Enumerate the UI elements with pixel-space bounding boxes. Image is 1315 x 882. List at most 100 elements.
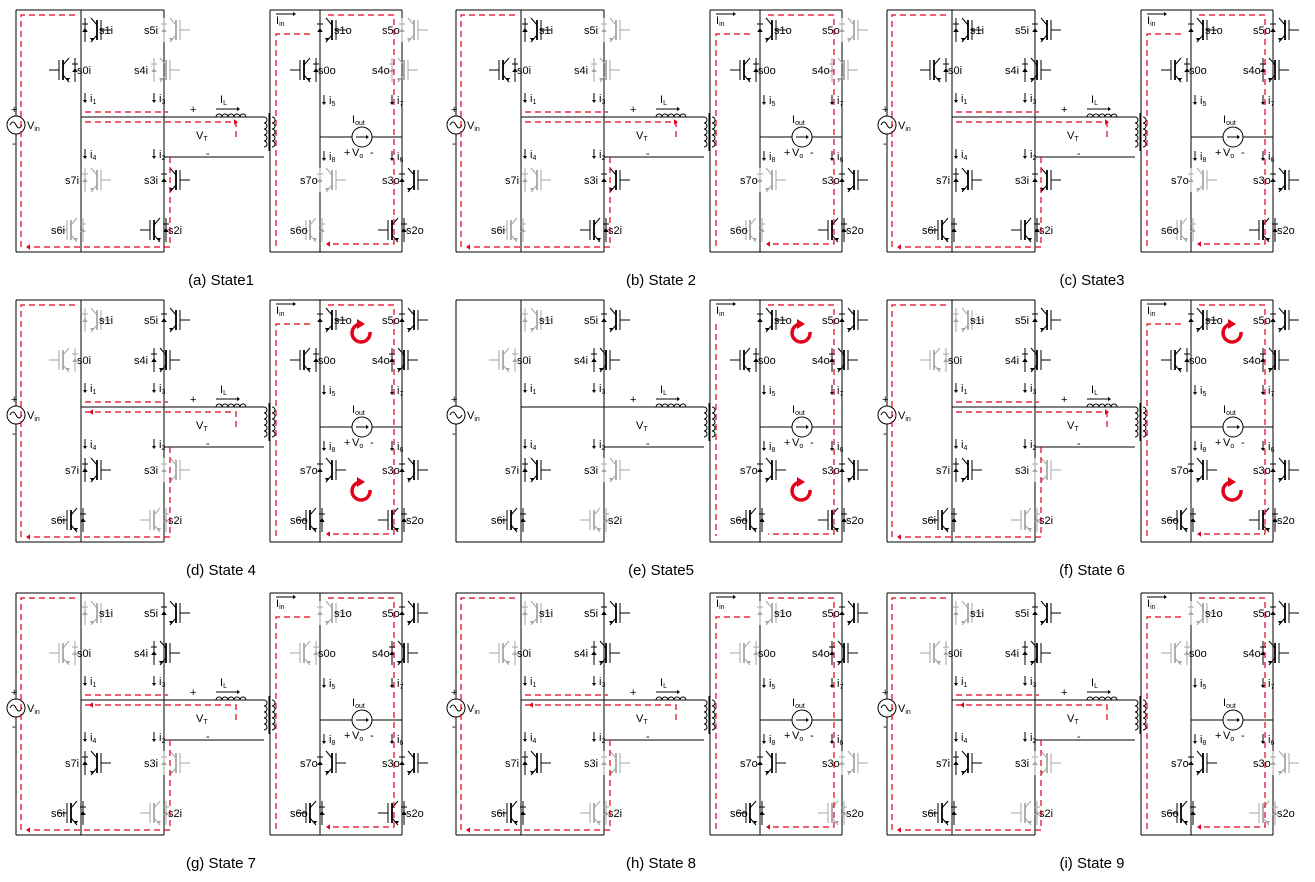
- switch-s5o: s5o: [822, 600, 868, 626]
- switch-label: s5o: [1253, 315, 1271, 327]
- current-label-i7: i7: [837, 95, 843, 108]
- coil-turn: [711, 140, 716, 148]
- vt-label: VT: [196, 713, 208, 726]
- current-arrow: [591, 156, 597, 159]
- iin-arrow: [733, 11, 736, 17]
- switch-label: s0i: [77, 65, 91, 77]
- current-label-i8: i8: [329, 734, 335, 747]
- iin-label: Iin: [276, 15, 285, 28]
- switch-arrow: [836, 368, 842, 371]
- switch-label: s6i: [51, 808, 65, 820]
- switch-s1i: s1i: [522, 600, 553, 626]
- current-label-i4: i4: [961, 439, 967, 452]
- switch-collector: [1262, 507, 1270, 516]
- switch-s2i: s2i: [140, 217, 182, 243]
- iin-label: Iin: [716, 15, 725, 28]
- current-label-i7: i7: [837, 385, 843, 398]
- switch-arrow: [529, 188, 535, 191]
- diode-arrow: [313, 651, 319, 655]
- vt-minus: -: [206, 148, 210, 160]
- switch-arrow: [598, 661, 604, 664]
- switch-collector: [933, 640, 941, 649]
- switch-s3o: s3o: [382, 457, 428, 483]
- switch-arrow: [1195, 188, 1201, 191]
- switch-s7i: s7i: [505, 167, 551, 193]
- switch-s7i: s7i: [65, 167, 111, 193]
- diode-arrow: [1270, 318, 1276, 322]
- switch-label: s1o: [334, 25, 352, 37]
- current-arrow: [1260, 158, 1266, 161]
- switch-collector: [90, 750, 98, 759]
- switch-label: s0o: [1189, 65, 1207, 77]
- current-arrow: [953, 100, 959, 103]
- switch-collector: [1024, 800, 1032, 809]
- iin-label: Iin: [1147, 15, 1156, 28]
- coil-turn: [1134, 699, 1139, 707]
- current-path-arrow: [897, 244, 901, 250]
- switch-collector: [593, 800, 601, 809]
- switch-collector: [169, 17, 177, 26]
- switch-collector: [1196, 167, 1204, 176]
- current-label-i4: i4: [530, 149, 536, 162]
- panel-caption: (a) State1: [188, 272, 254, 289]
- coil-turn: [1142, 116, 1147, 124]
- switch-arrow: [608, 38, 614, 41]
- current-path-segment: [328, 14, 395, 245]
- current-label-i2: i2: [599, 439, 605, 452]
- switch-label: s3i: [1015, 175, 1029, 187]
- switch-label: s1o: [334, 315, 352, 327]
- switch-arrow: [312, 821, 318, 824]
- switch-s7o: s7o: [300, 167, 346, 193]
- vt-plus: +: [190, 104, 196, 116]
- switch-collector: [70, 217, 78, 226]
- switch-s2i: s2i: [1011, 217, 1053, 243]
- switch-arrow: [944, 821, 950, 824]
- panel-caption: (e) State5: [628, 562, 694, 579]
- vo-plus: +: [1215, 147, 1221, 159]
- vo-label: Vo: [352, 437, 363, 450]
- diode-arrow: [603, 228, 609, 232]
- current-arrow: [591, 739, 597, 742]
- current-label-i5: i5: [769, 95, 775, 108]
- transformer-primary-icon: [703, 699, 708, 731]
- switch-collector: [303, 347, 311, 356]
- switch-collector: [941, 800, 949, 809]
- switch-s4i: s4i: [574, 57, 620, 83]
- vt-minus: -: [1077, 148, 1081, 160]
- switch-collector: [153, 507, 161, 516]
- coil-turn: [239, 696, 247, 701]
- switch-label: s6o: [290, 515, 308, 527]
- switch-collector: [961, 167, 969, 176]
- switch-label: s6o: [1161, 808, 1179, 820]
- current-path-segment: [891, 597, 950, 830]
- switch-collector: [325, 167, 333, 176]
- current-label-i3: i3: [159, 93, 165, 106]
- coil-turn: [271, 723, 276, 731]
- switch-s1o: s1o: [757, 307, 792, 333]
- switch-collector: [309, 800, 317, 809]
- switch-arrow: [1277, 771, 1283, 774]
- switch-s5o: s5o: [1253, 600, 1299, 626]
- switch-label: s0o: [758, 65, 776, 77]
- circulation-arc: [790, 322, 812, 344]
- input-voltage-source: Vin+-: [877, 687, 911, 733]
- current-arrow: [761, 158, 767, 161]
- switch-arrow: [1027, 821, 1033, 824]
- vin-label: Vin: [898, 703, 911, 716]
- switch-arrow: [1267, 661, 1273, 664]
- switch-arrow: [846, 188, 852, 191]
- coil-turn: [711, 723, 716, 731]
- diode-arrow: [839, 611, 845, 615]
- switch-arrow: [960, 188, 966, 191]
- vin-minus: -: [452, 138, 456, 150]
- current-label-i3: i3: [159, 383, 165, 396]
- coil-turn: [711, 134, 716, 142]
- coil-turn: [1134, 134, 1139, 142]
- vin-minus: -: [883, 428, 887, 440]
- current-path-segment: [328, 304, 395, 535]
- diode-arrow: [72, 358, 78, 362]
- vo-label: Vo: [792, 730, 803, 743]
- switch-collector: [941, 217, 949, 226]
- switch-collector: [169, 307, 177, 316]
- switch-arrow: [65, 368, 71, 371]
